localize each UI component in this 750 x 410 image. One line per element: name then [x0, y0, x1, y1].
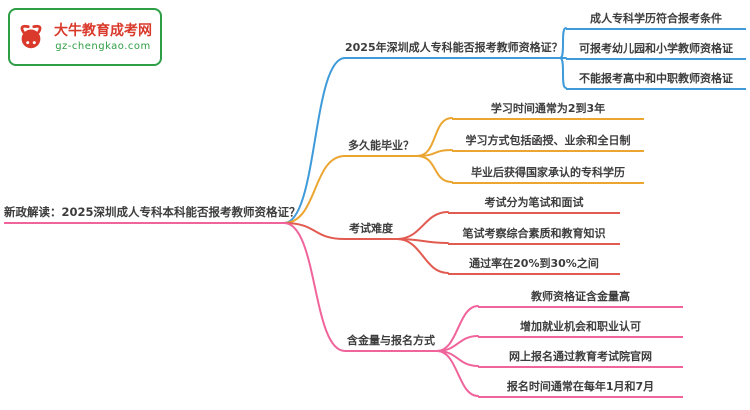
leaf-node-1-2: 毕业后获得国家承认的专科学历: [452, 164, 644, 184]
leaf-node-0-0: 成人专科学历符合报考条件: [566, 10, 746, 30]
site-logo: 大牛教育成考网 gz-chengkao.com: [8, 8, 162, 66]
bull-icon: [20, 24, 42, 49]
leaf-node-2-2: 通过率在20%到30%之间: [448, 255, 620, 275]
logo-title: 大牛教育成考网: [54, 22, 152, 39]
logo-text: 大牛教育成考网 gz-chengkao.com: [52, 22, 154, 53]
leaf-node-2-0: 考试分为笔试和面试: [448, 194, 620, 214]
leaf-node-0-1: 可报考幼儿园和小学教师资格证: [566, 40, 746, 60]
leaf-node-2-1: 笔试考察综合素质和教育知识: [448, 225, 620, 245]
leaf-node-3-1: 增加就业机会和职业认可: [478, 318, 683, 338]
connector-group-branch-0: [283, 27, 567, 224]
branch-label-0: 2025年深圳成人专科能否报考教师资格证？: [345, 39, 563, 59]
leaf-node-0-2: 不能报考高中和中职教师资格证: [566, 70, 746, 90]
branch-label-1: 多久能毕业？: [345, 137, 417, 157]
leaf-node-3-2: 网上报名通过教育考试院官网: [478, 348, 683, 368]
connector-group-branch-2: [283, 211, 449, 274]
leaf-node-1-1: 学习方式包括函授、业余和全日制: [452, 132, 644, 152]
logo-url: gz-chengkao.com: [55, 40, 151, 52]
branch-label-2: 考试难度: [345, 220, 397, 240]
leaf-node-3-0: 教师资格证含金量高: [478, 288, 683, 308]
connector-group-branch-1: [283, 117, 453, 224]
leaf-node-1-0: 学习时间通常为2到3年: [452, 100, 644, 120]
branch-label-3: 含金量与报名方式: [345, 332, 437, 352]
connector-group-branch-3: [283, 222, 479, 397]
leaf-node-3-3: 报名时间通常在每年1月和7月: [478, 378, 683, 398]
root-node: 新政解读：2025深圳成人专科本科能否报考教师资格证？: [4, 204, 301, 224]
